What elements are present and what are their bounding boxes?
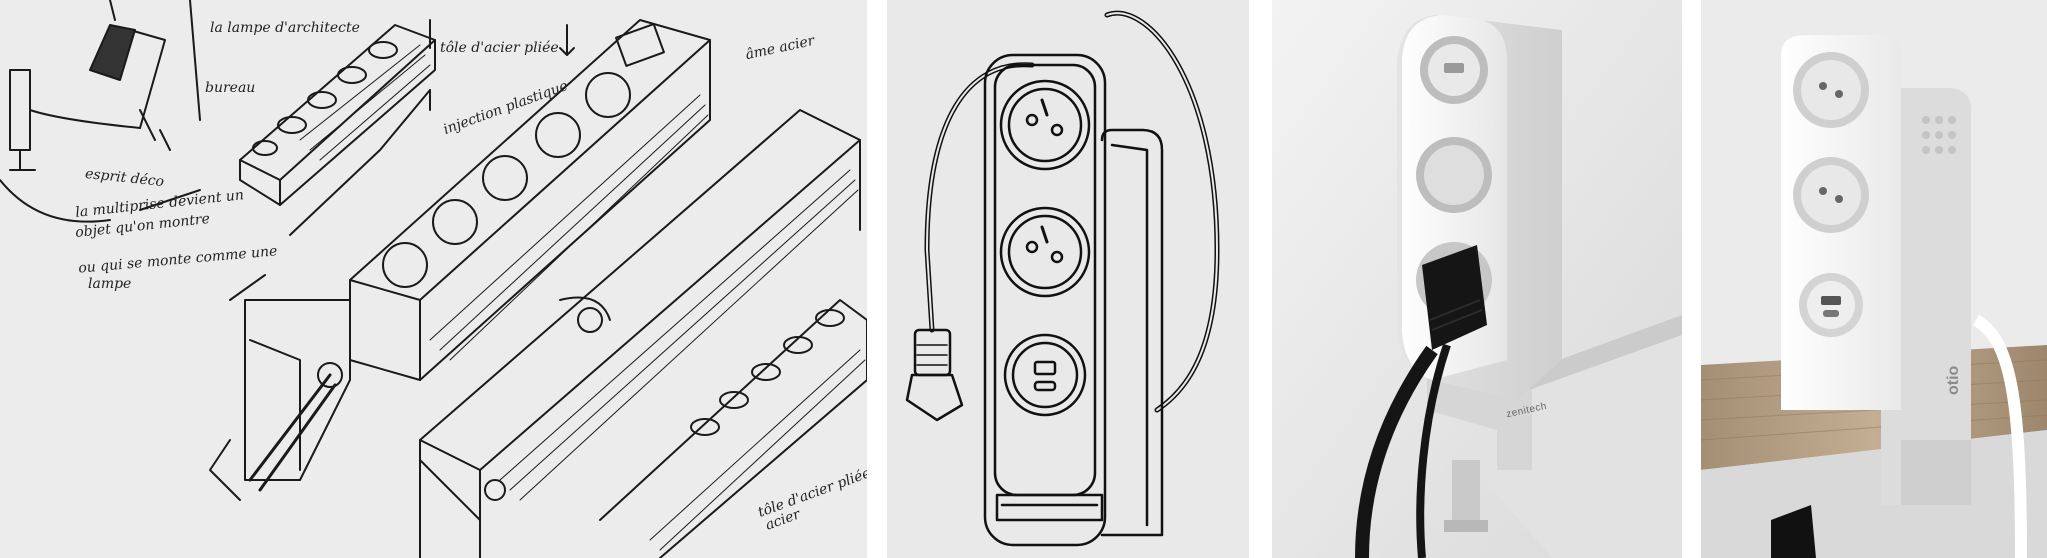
product-photo-front-panel: otio — [1701, 0, 2047, 558]
separator — [1249, 0, 1272, 558]
product-line-drawing-panel — [887, 0, 1249, 558]
separator — [1682, 0, 1701, 558]
line-drawing — [905, 10, 1220, 547]
note-bureau: bureau — [205, 80, 256, 96]
note-lampe: la lampe d'architecte — [210, 20, 360, 36]
product-photo-side-panel: zenitech — [1272, 0, 1682, 558]
concept-sketch-panel: la lampe d'architecte bureau tôle d'acie… — [0, 0, 867, 558]
note-lampe2: lampe — [88, 276, 132, 292]
brand-label: otio — [1945, 365, 1962, 395]
separator — [867, 0, 887, 558]
photo-side — [1272, 0, 1682, 558]
note-tole: tôle d'acier pliée — [440, 40, 559, 56]
sketch-drawing — [0, 0, 867, 558]
photo-front — [1701, 0, 2047, 558]
